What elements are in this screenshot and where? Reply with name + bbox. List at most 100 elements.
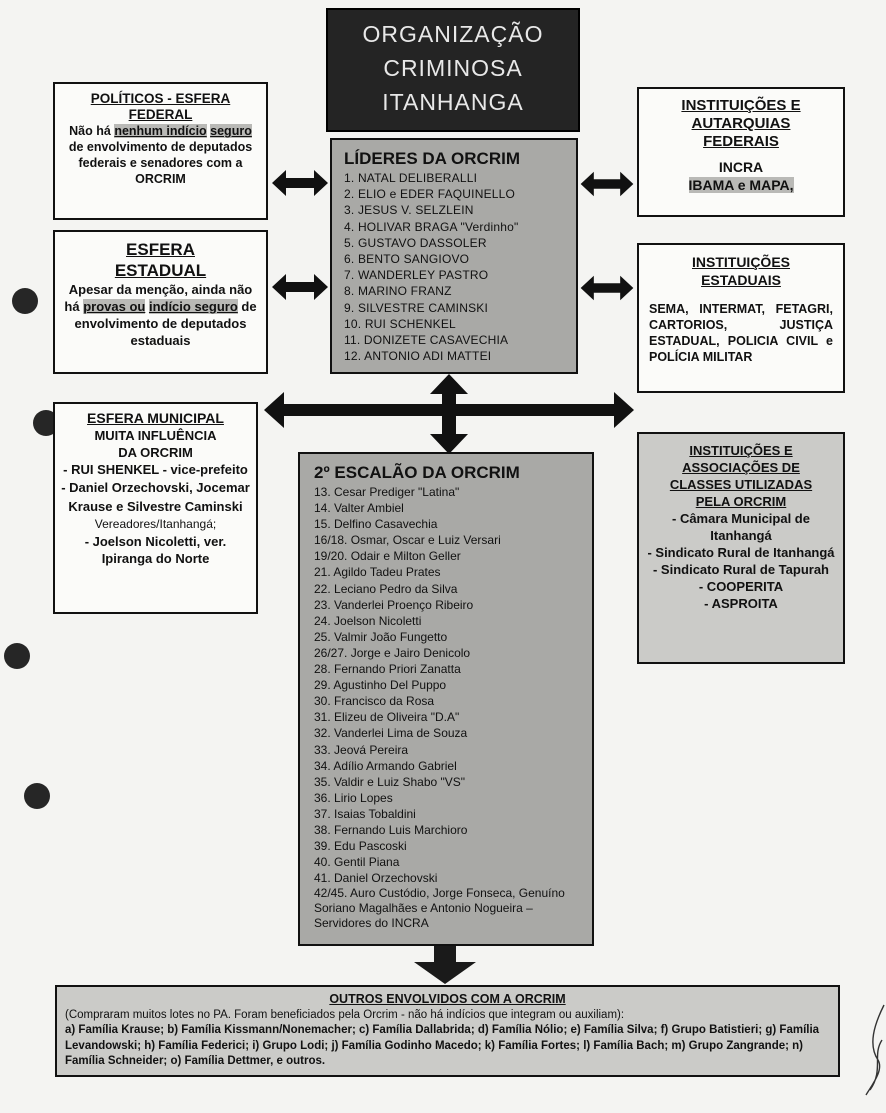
list-item: 31. Elizeu de Oliveira "D.A"	[314, 710, 460, 725]
box-heading: INSTITUIÇÕES E	[689, 443, 793, 458]
box-text: IBAMA e MAPA,	[645, 176, 837, 194]
text-segment: de envolvimento de deputados federais e …	[68, 140, 253, 186]
list-item: - Câmara Municipal de Itanhangá	[672, 511, 810, 543]
list-item: 40. Gentil Piana	[314, 855, 400, 870]
double-arrow-icon	[272, 274, 328, 300]
list-item: 36. Lirio Lopes	[314, 790, 393, 805]
signature-mark	[865, 1004, 885, 1096]
list-item: - ASPROITA	[704, 596, 778, 611]
box-subtitle: (Compraram muitos lotes no PA. Foram ben…	[65, 1008, 625, 1021]
list-item: 3. JESUS V. SELZLEIN	[344, 203, 474, 218]
list-item: 42/45. Auro Custódio, Jorge Fonseca, Gen…	[314, 886, 565, 931]
list-item: 14. Valter Ambiel	[314, 501, 404, 516]
list-item: 16/18. Osmar, Oscar e Luiz Versari	[314, 533, 501, 548]
second-tier-list: 13. Cesar Prediger "Latina" 14. Valter Am…	[314, 484, 592, 886]
four-way-arrow-icon	[264, 374, 634, 454]
box-text: Não há nenhum indício seguro de envolvim…	[61, 123, 260, 187]
list-item: 41. Daniel Orzechovski	[314, 871, 438, 886]
box-heading: INSTITUIÇÕES E	[681, 97, 801, 114]
list-item: 10. RUI SCHENKEL	[344, 316, 456, 331]
box-inst-federais: INSTITUIÇÕES E AUTARQUIAS FEDERAIS INCRA…	[637, 87, 845, 217]
text-segment: Não há	[69, 124, 115, 138]
list-item: - RUI SHENKEL - vice-prefeito	[63, 462, 248, 477]
highlight-text: indício seguro	[148, 299, 238, 314]
list-item: 12. ANTONIO ADI MATTEI	[344, 349, 492, 364]
double-arrow-icon	[580, 171, 634, 197]
text-segment: Apesar da menção, ainda não há	[64, 282, 253, 314]
list-item: 29. Agustinho Del Puppo	[314, 678, 447, 693]
page-title: ORGANIZAÇÃO CRIMINOSA ITANHANGA	[326, 8, 580, 132]
box-esfera-municipal: ESFERA MUNICIPAL MUITA INFLUÊNCIA DA ORC…	[53, 402, 258, 614]
list-item: 7. WANDERLEY PASTRO	[344, 268, 489, 283]
list-item: - Daniel Orzechovski, Jocemar Krause e S…	[61, 480, 250, 514]
list-item: 34. Adílio Armando Gabriel	[314, 758, 457, 773]
punch-hole	[24, 783, 50, 809]
punch-hole	[12, 288, 38, 314]
list-item: 21. Agildo Tadeu Prates	[314, 565, 441, 580]
list-item: - COOPERITA	[698, 579, 784, 594]
box-heading: 2º ESCALÃO DA ORCRIM	[314, 463, 520, 482]
box-heading: INSTITUIÇÕES	[691, 254, 790, 270]
list-item: - Sindicato Rural de Itanhangá	[647, 545, 835, 560]
list-item: 26/27. Jorge e Jairo Denicolo	[314, 645, 471, 660]
highlight-text: seguro	[210, 124, 252, 138]
box-heading: ESFERA	[126, 240, 195, 259]
box-segundo-escalao: 2º ESCALÃO DA ORCRIM 13. Cesar Prediger …	[298, 452, 594, 946]
list-item: 24. Joelson Nicoletti	[314, 613, 422, 628]
list-item: - Sindicato Rural de Tapurah	[652, 562, 829, 577]
list-item: 4. HOLIVAR BRAGA "Verdinho"	[344, 219, 519, 234]
title-line: CRIMINOSA	[383, 55, 523, 81]
box-politicos-federal: POLÍTICOS - ESFERA FEDERAL Não há nenhum…	[53, 82, 268, 220]
list-item: 5. GUSTAVO DASSOLER	[344, 235, 487, 250]
down-arrow-icon	[414, 946, 476, 984]
list-item: 39. Edu Pascoski	[314, 839, 407, 854]
box-heading: FEDERAL	[128, 107, 193, 122]
list-item: 23. Vanderlei Proenço Ribeiro	[314, 597, 474, 612]
highlight-text: IBAMA e MAPA,	[688, 177, 794, 193]
box-text: INCRA	[718, 159, 764, 175]
box-heading: FEDERAIS	[703, 133, 779, 150]
box-text: SEMA, INTERMAT, FETAGRI, CARTORIOS, JUST…	[649, 302, 833, 364]
list-item: 37. Isaias Tobaldini	[314, 806, 416, 821]
box-heading: CLASSES UTILIZADAS	[669, 477, 813, 492]
list-item: - Joelson Nicoletti, ver. Ipiranga do No…	[84, 534, 227, 566]
double-arrow-icon	[580, 275, 634, 301]
list-item: 28. Fernando Priori Zanatta	[314, 662, 461, 677]
list-item: 22. Leciano Pedro da Silva	[314, 581, 458, 596]
box-heading: AUTARQUIAS	[691, 115, 791, 132]
list-item: 1. NATAL DELIBERALLI	[344, 171, 478, 185]
list-item-note: Vereadores/Itanhangá;	[94, 517, 217, 531]
list-item: 6. BENTO SANGIOVO	[344, 252, 470, 267]
text-segment: de envolvimento de deputados estaduais	[74, 299, 257, 348]
box-heading: OUTROS ENVOLVIDOS COM A ORCRIM	[329, 992, 566, 1006]
title-line: ITANHANGA	[382, 89, 524, 115]
box-esfera-estadual: ESFERA ESTADUAL Apesar da menção, ainda …	[53, 230, 268, 374]
list-item: 35. Valdir e Luiz Shabo "VS"	[314, 774, 466, 789]
list-item: 11. DONIZETE CASAVECHIA	[344, 333, 509, 348]
box-heading: ASSOCIAÇÕES DE	[682, 460, 800, 475]
list-item: 13. Cesar Prediger "Latina"	[314, 485, 460, 499]
box-heading: ESFERA MUNICIPAL	[87, 410, 224, 426]
list-item: 8. MARINO FRANZ	[344, 284, 452, 299]
box-heading: ESTADUAIS	[701, 272, 781, 288]
box-outros: OUTROS ENVOLVIDOS COM A ORCRIM (Comprara…	[55, 985, 840, 1077]
box-text: Apesar da menção, ainda não há provas ou…	[61, 281, 260, 349]
list-item: 2. ELIO e EDER FAQUINELLO	[344, 187, 516, 202]
box-heading: PELA ORCRIM	[695, 494, 787, 509]
punch-hole	[4, 643, 30, 669]
highlight-text: nenhum indício	[114, 124, 207, 138]
box-inst-classes: INSTITUIÇÕES E ASSOCIAÇÕES DE CLASSES UT…	[637, 432, 845, 664]
box-heading: LÍDERES DA ORCRIM	[344, 149, 520, 168]
list-item: 33. Jeová Pereira	[314, 742, 409, 757]
box-lideres: LÍDERES DA ORCRIM 1. NATAL DELIBERALLI 2.…	[330, 138, 578, 374]
double-arrow-icon	[272, 170, 328, 196]
highlight-text: provas ou	[83, 299, 146, 314]
title-line: ORGANIZAÇÃO	[362, 21, 544, 47]
box-text: a) Família Krause; b) Família Kissmann/N…	[65, 1024, 820, 1067]
box-inst-estaduais: INSTITUIÇÕES ESTADUAIS SEMA, INTERMAT, F…	[637, 243, 845, 393]
leaders-list: 1. NATAL DELIBERALLI 2. ELIO e EDER FAQUI…	[344, 170, 576, 364]
list-item: 38. Fernando Luis Marchioro	[314, 822, 468, 837]
list-item: 9. SILVESTRE CAMINSKI	[344, 300, 489, 315]
list-item: 30. Francisco da Rosa	[314, 694, 435, 709]
box-text: MUITA INFLUÊNCIA	[94, 428, 217, 443]
